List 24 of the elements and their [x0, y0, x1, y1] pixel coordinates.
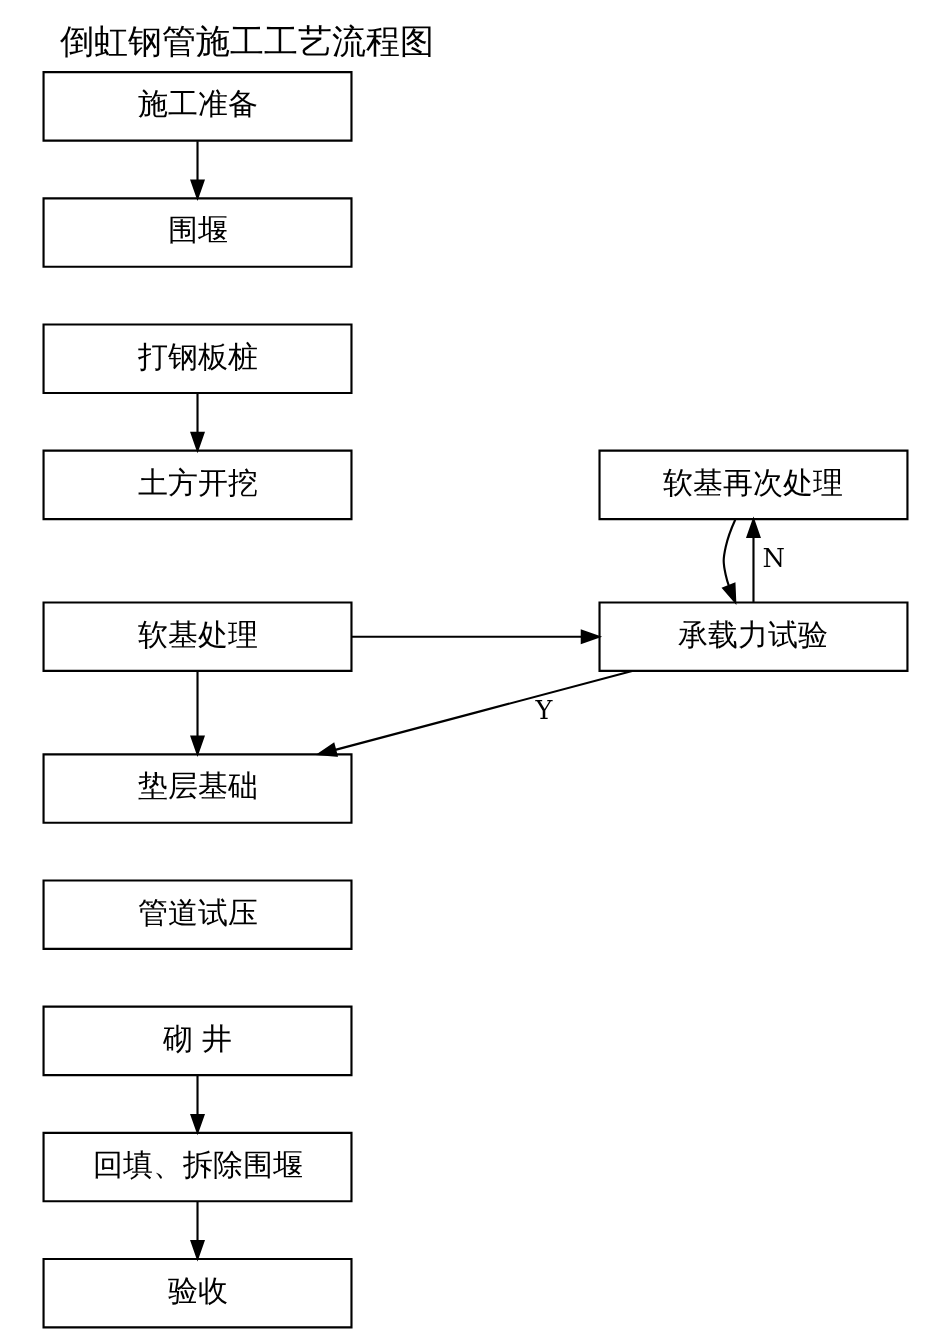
edge-label: N	[762, 543, 785, 574]
node-box: 垫层基础	[42, 753, 353, 824]
node-box: 承载力试验	[597, 601, 909, 672]
arrow	[745, 516, 761, 602]
arrow	[351, 629, 602, 645]
node-box: 打钢板桩	[42, 323, 353, 394]
node-box: 土方开挖	[42, 449, 353, 521]
edge-label: Y	[534, 695, 552, 726]
arrow	[189, 141, 205, 201]
arrow	[189, 1075, 205, 1136]
node-box: 管道试压	[42, 879, 353, 950]
node-box: 施工准备	[42, 71, 353, 142]
arrow	[189, 393, 205, 454]
node-box: 验收	[42, 1257, 353, 1329]
node-box: 软基处理	[42, 601, 353, 672]
node-box: 围堰	[42, 197, 353, 268]
node-box: 砌 井	[42, 1005, 353, 1077]
arrow	[314, 670, 632, 757]
diagram-title: 倒虹钢管施工工艺流程图	[59, 20, 434, 61]
node-box: 回填、拆除围堰	[42, 1131, 353, 1203]
arrow	[189, 671, 205, 757]
arrow	[721, 519, 736, 605]
arrow	[189, 1201, 205, 1262]
node-box: 软基再次处理	[597, 449, 909, 521]
